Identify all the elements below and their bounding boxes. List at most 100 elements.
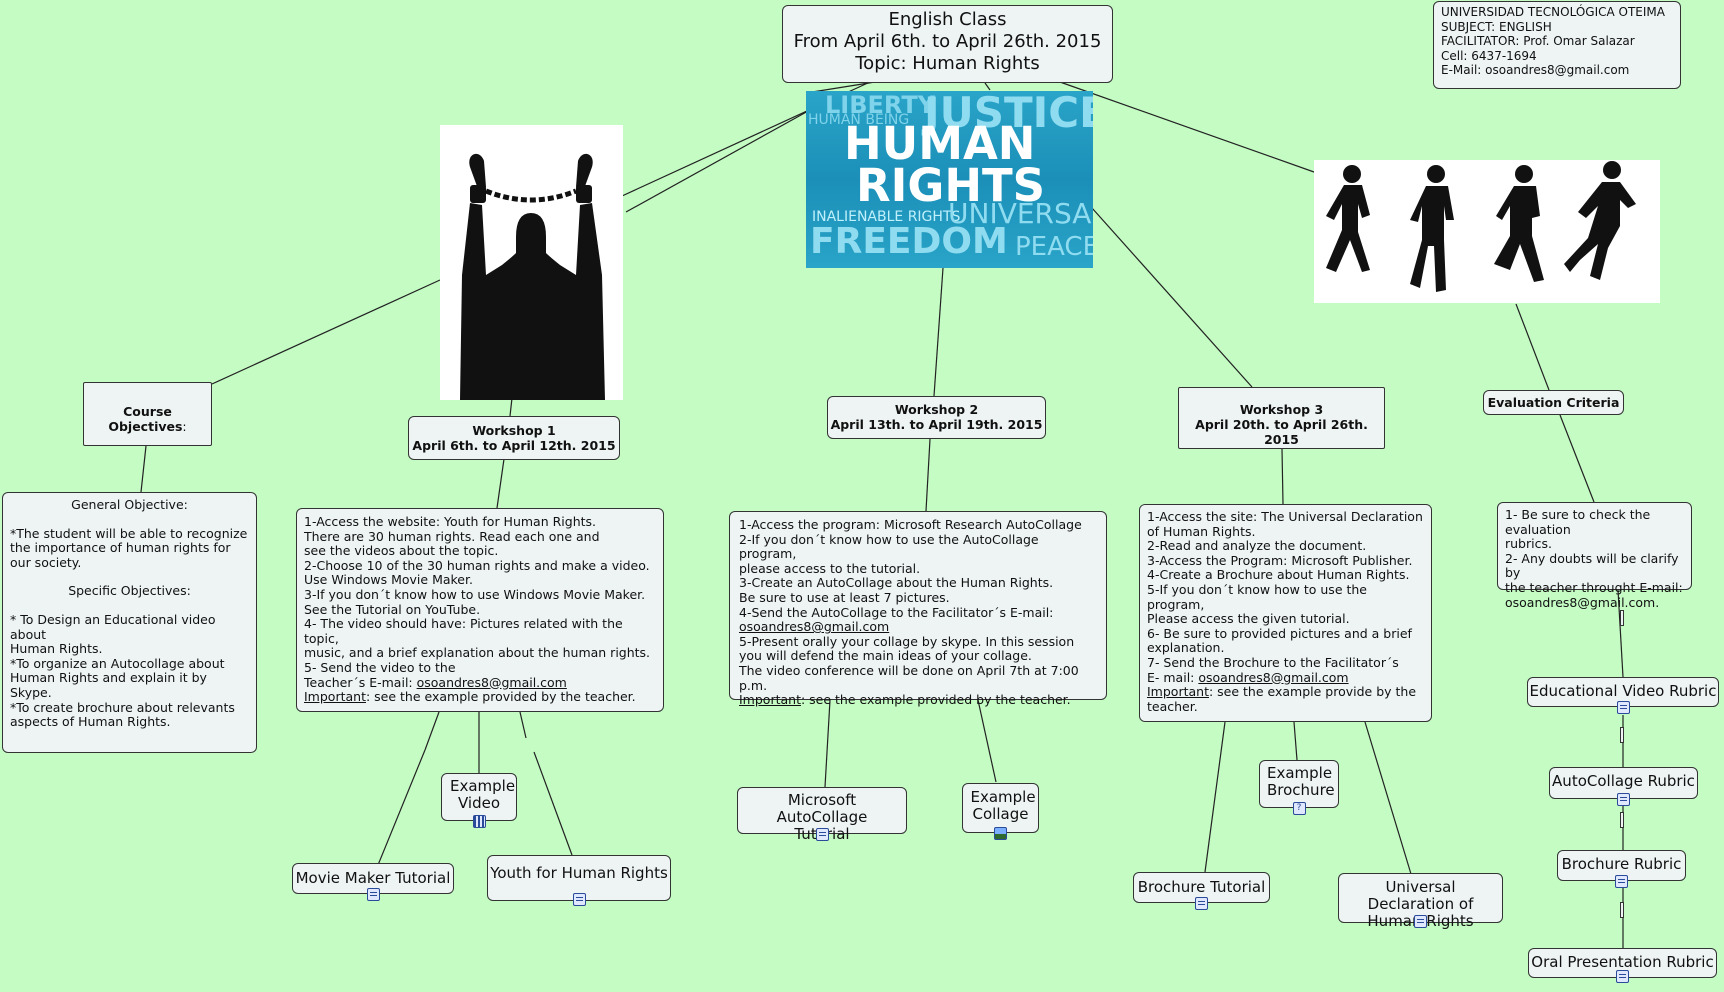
instruction-line: teacher.: [1147, 698, 1198, 714]
example-brochure-node[interactable]: Example Brochure ?: [1259, 760, 1339, 815]
instruction-line: 3-Create an AutoCollage about the Human …: [739, 575, 1054, 591]
banner-word: HUMAN BEING: [808, 112, 910, 128]
autocollage-tutorial-node[interactable]: Microsoft AutoCollage Tutorial: [737, 787, 907, 843]
workshop1-title: Workshop 1: [472, 423, 556, 438]
resource-label: Microsoft AutoCollage Tutorial: [776, 791, 868, 843]
document-icon[interactable]: [1617, 793, 1630, 806]
instruction-line: you will defend the main ideas of your c…: [739, 648, 1032, 664]
workshop1-instructions[interactable]: 1-Access the website: Youth for Human Ri…: [296, 508, 664, 712]
title-line: Topic: Human Rights: [855, 53, 1040, 74]
instruction-line: 2-Read and analyze the document.: [1147, 538, 1367, 554]
instruction-line: 1-Access the program: Microsoft Research…: [739, 517, 1082, 532]
youth-for-human-rights-node[interactable]: Youth for Human Rights: [487, 855, 671, 906]
workshop2-node[interactable]: Workshop 2 April 13th. to April 19th. 20…: [827, 396, 1046, 439]
workshop2-dates: April 13th. to April 19th. 2015: [830, 417, 1043, 432]
instruction-line: 3-Access the Program: Microsoft Publishe…: [1147, 552, 1413, 568]
instruction-line: 3-If you don´t know how to use Windows M…: [304, 586, 646, 602]
workshop2-instructions[interactable]: 1-Access the program: Microsoft Research…: [729, 511, 1107, 707]
link-connector: [1620, 610, 1624, 626]
document-icon[interactable]: [366, 888, 380, 901]
chained-man-silhouette: [460, 153, 605, 400]
evaluation-line: the teacher throught E-mail:: [1505, 579, 1683, 595]
movie-maker-tutorial-node[interactable]: Movie Maker Tutorial: [292, 863, 454, 901]
instruction-line: 5-Present orally your collage by skype. …: [739, 633, 1075, 649]
email-link[interactable]: osoandres8@gmail.com: [1198, 669, 1349, 685]
image-icon[interactable]: [994, 827, 1007, 840]
instruction-line: 4-Create a Brochure about Human Rights.: [1147, 567, 1410, 583]
instruction-line: of Human Rights.: [1147, 523, 1256, 539]
instruction-line: 7- Send the Brochure to the Facilitator´…: [1147, 654, 1399, 670]
help-icon[interactable]: ?: [1292, 802, 1306, 815]
course-objectives-suffix: :: [182, 418, 187, 434]
banner-word: RIGHTS: [856, 159, 1046, 212]
evaluation-details[interactable]: 1- Be sure to check the evaluation rubri…: [1497, 502, 1692, 609]
university-info-node[interactable]: UNIVERSIDAD TECNOLÓGICA OTEIMA SUBJECT: …: [1433, 1, 1681, 89]
general-objective-title: General Objective:: [71, 497, 188, 512]
educational-video-rubric-node[interactable]: Educational Video Rubric: [1527, 677, 1719, 714]
video-icon[interactable]: [472, 815, 486, 828]
oral-presentation-rubric-node[interactable]: Oral Presentation Rubric: [1528, 948, 1717, 983]
university-line: Cell: 6437-1694: [1441, 48, 1537, 63]
banner-word: UNIVERSAL: [948, 197, 1093, 230]
instruction-line: 2-If you don´t know how to use the AutoC…: [739, 531, 1039, 562]
document-icon[interactable]: [1616, 701, 1630, 714]
universal-declaration-node[interactable]: Universal Declaration of Human Rights: [1338, 873, 1503, 930]
banner-word: LIBERTY: [825, 91, 936, 119]
document-icon[interactable]: [572, 893, 586, 906]
workshop3-node[interactable]: Workshop 3 April 20th. to April 26th. 20…: [1178, 387, 1385, 449]
objectives-detail-node[interactable]: General Objective: *The student will be …: [2, 492, 257, 753]
workshop1-dates: April 6th. to April 12th. 2015: [412, 438, 616, 453]
autocollage-rubric-node[interactable]: AutoCollage Rubric: [1549, 767, 1698, 806]
specific-objectives-text: * To Design an Educational video about H…: [10, 611, 235, 730]
instruction-line: E- mail: osoandres8@gmail.com: [1147, 669, 1424, 686]
resource-label: Example Collage: [970, 788, 1036, 823]
resource-label: Universal Declaration of Human Rights: [1367, 878, 1474, 930]
important-text: : see the example provided by the teache…: [800, 692, 1071, 708]
email-link[interactable]: osoandres8@gmail.com: [416, 674, 567, 690]
specific-objectives-title: Specific Objectives:: [68, 583, 191, 599]
email-link[interactable]: osoandres8@gmail.com: [739, 619, 890, 635]
resource-label: Example Brochure: [1267, 764, 1335, 799]
document-icon[interactable]: [1616, 970, 1629, 983]
instruction-line: 5- Send the video to the: [304, 659, 456, 675]
evaluation-line: 2- Any doubts will be clarify by: [1505, 550, 1679, 581]
evaluation-criteria-node[interactable]: Evaluation Criteria: [1483, 390, 1624, 415]
document-icon[interactable]: [1615, 875, 1628, 888]
instruction-line: explanation.: [1147, 640, 1225, 656]
brochure-tutorial-node[interactable]: Brochure Tutorial: [1133, 872, 1270, 910]
workshop3-instructions[interactable]: 1-Access the site: The Universal Declara…: [1139, 504, 1432, 722]
example-collage-node[interactable]: Example Collage: [962, 783, 1039, 840]
evaluation-line: rubrics.: [1505, 536, 1552, 552]
university-line: E-Mail: osoandres8@gmail.com: [1441, 63, 1630, 78]
course-objectives-node[interactable]: Course Objectives:: [83, 382, 212, 446]
workshop1-node[interactable]: Workshop 1 April 6th. to April 12th. 201…: [408, 416, 620, 460]
important-label: Important: [304, 689, 366, 705]
workshop2-title: Workshop 2: [894, 402, 979, 417]
link-connector: [1620, 727, 1624, 743]
rubric-label: Brochure Rubric: [1561, 855, 1682, 873]
important-text: : see the example provided by the teache…: [365, 689, 636, 705]
instruction-line: There are 30 human rights. Read each one…: [304, 528, 600, 544]
example-video-node[interactable]: Example Video: [441, 773, 517, 828]
document-icon[interactable]: [815, 828, 829, 841]
document-icon[interactable]: [1195, 897, 1208, 910]
document-icon[interactable]: [1414, 915, 1427, 928]
workshop3-title: Workshop 3: [1239, 402, 1324, 417]
link-connector: [1620, 812, 1624, 828]
university-line: UNIVERSIDAD TECNOLÓGICA OTEIMA: [1441, 5, 1665, 19]
instruction-line: Use Windows Movie Maker.: [304, 572, 473, 588]
important-text: : see the example provide by the: [1208, 684, 1417, 700]
title-node[interactable]: English Class From April 6th. to April 2…: [782, 5, 1113, 83]
university-line: FACILITATOR: Prof. Omar Salazar: [1441, 34, 1635, 49]
chained-man-image: [440, 125, 623, 400]
instruction-line: please access to the tutorial.: [739, 560, 921, 576]
brochure-rubric-node[interactable]: Brochure Rubric: [1557, 850, 1686, 888]
banner-word: INALIENABLE RIGHTS: [812, 209, 961, 225]
general-objective-text: *The student will be able to recognize t…: [10, 525, 248, 570]
runners-silhouette: [1326, 161, 1636, 292]
important-line: Important: see the example provided by t…: [739, 692, 1097, 708]
human-rights-banner-image: LIBERTY HUMAN BEING JUSTICE HUMAN RIGHTS…: [806, 91, 1093, 268]
instruction-line: 4- The video should have: Pictures relat…: [304, 616, 623, 646]
instruction-line: see the videos about the topic.: [304, 543, 499, 559]
